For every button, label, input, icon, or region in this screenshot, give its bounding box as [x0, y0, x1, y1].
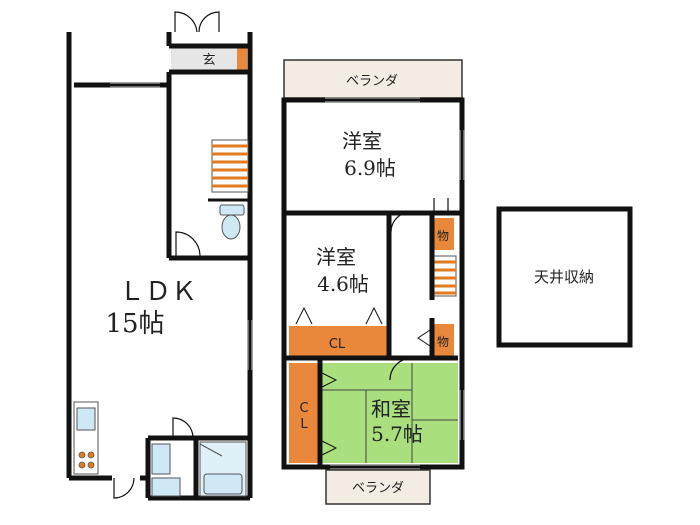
door-storage: [433, 198, 449, 213]
balcony-bottom-label: ベランダ: [352, 481, 404, 496]
genkan-shoe-box: [237, 46, 247, 70]
back-door: [113, 477, 135, 499]
closet-v-label-1: C: [299, 401, 308, 416]
first-floor: 玄 ＬＤＫ 15帖: [66, 11, 253, 501]
door-washitsu: [389, 357, 413, 381]
kitchen-counter: [73, 401, 99, 475]
balcony-bottom: [325, 469, 431, 505]
genkan-label: 玄: [202, 53, 215, 68]
storage-1: [432, 218, 454, 250]
ldk-size: 15帖: [105, 309, 164, 339]
washroom: [151, 417, 247, 497]
room1-size: 6.9帖: [344, 156, 396, 180]
storage-2-label: 物: [437, 335, 449, 349]
storage-1-label: 物: [437, 229, 449, 243]
closet-vertical: [289, 363, 319, 463]
first-floor-walls: [66, 32, 253, 501]
door-room2: [390, 211, 412, 233]
first-floor-stairs: [211, 139, 249, 193]
closet-v-label-2: L: [300, 417, 308, 432]
tatami-lines: [322, 363, 458, 463]
entrance-door-2: [198, 11, 220, 33]
first-floor-windows: [110, 82, 253, 370]
washitsu-size: 5.7帖: [371, 422, 423, 446]
closet-h-label: CL: [329, 337, 346, 352]
second-floor-windows: [325, 97, 465, 470]
second-floor-walls: [281, 97, 465, 470]
closet-horizontal: [289, 326, 389, 358]
genkan-floor: [171, 48, 237, 72]
storage-2: [432, 324, 454, 358]
attic-label: 天井収納: [534, 268, 594, 286]
entrance-door: [174, 11, 198, 33]
second-floor: ベランダ: [281, 59, 465, 505]
ldk-label: ＬＤＫ: [119, 277, 197, 307]
door-storage-2: [417, 329, 431, 347]
toilet: [175, 198, 248, 258]
door-closet-h: [295, 306, 383, 325]
room1-name: 洋室: [342, 129, 382, 153]
attic-storage: 天井収納: [496, 206, 633, 348]
balcony-top-label: ベランダ: [346, 74, 398, 89]
room2-name: 洋室: [316, 245, 356, 269]
door-closet-v: [319, 371, 338, 457]
second-floor-stairs: [431, 255, 457, 297]
room2-size: 4.6帖: [317, 272, 369, 296]
washitsu-name: 和室: [371, 397, 411, 421]
balcony-top: [283, 59, 463, 99]
